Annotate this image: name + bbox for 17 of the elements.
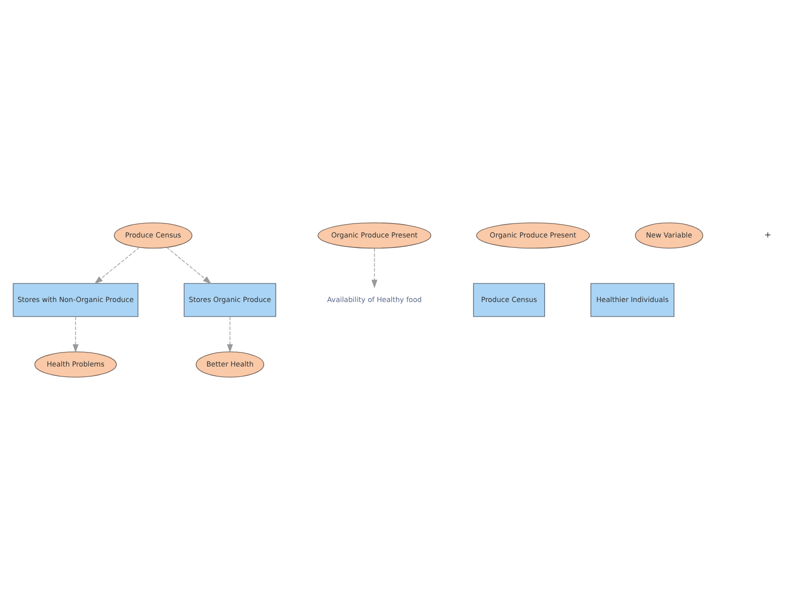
node-ellipse: Organic Produce Present [318, 222, 432, 249]
node-box: Stores Organic Produce [184, 283, 276, 317]
node-ellipse: Produce Census [114, 222, 192, 249]
arrow [72, 316, 79, 353]
node-box: Produce Census [473, 283, 546, 317]
node-ellipse: Organic Produce Present [476, 222, 590, 249]
node-text: Availability of Healthy food [327, 294, 422, 304]
node-ellipse: Health Problems [34, 351, 117, 378]
label: + [764, 230, 772, 240]
node-ellipse: Better Health [196, 351, 264, 378]
node-box: Healthier Individuals [590, 283, 674, 317]
node-box: Stores with Non-Organic Produce [12, 283, 138, 317]
arrow [166, 247, 212, 284]
arrow [371, 248, 378, 288]
arrow [94, 247, 140, 284]
arrow [227, 316, 233, 353]
node-ellipse: New Variable [634, 222, 704, 249]
